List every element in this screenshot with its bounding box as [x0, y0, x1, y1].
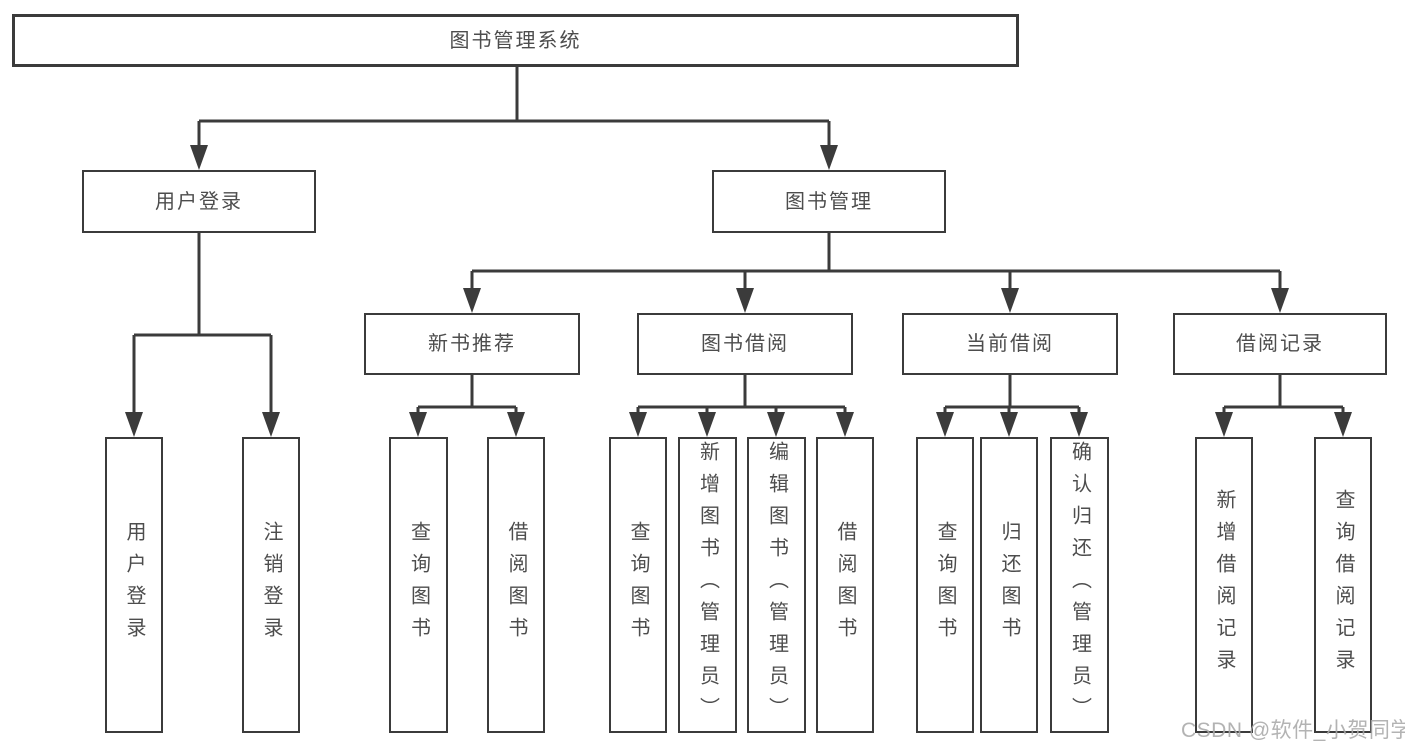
arrowhead	[190, 145, 208, 170]
leaf-current-confirm-return-admin: 确认归还（管理员）	[1050, 437, 1109, 733]
node-current-borrowing-label: 当前借阅	[966, 333, 1054, 355]
arrowhead	[1271, 288, 1289, 313]
arrowhead	[125, 412, 143, 437]
node-book-borrowing-label: 图书借阅	[701, 333, 789, 355]
edge-newbook-to-leaves	[416, 375, 518, 415]
edge-root-to-level2	[197, 67, 831, 147]
leaf-newbook-borrow-books-label: 借阅图书	[505, 521, 527, 649]
arrowhead	[1215, 412, 1233, 437]
node-new-book-recommend: 新书推荐	[364, 313, 580, 375]
leaf-borrow-borrow-books: 借阅图书	[816, 437, 874, 733]
leaf-records-query-record-label: 查询借阅记录	[1332, 489, 1354, 681]
edge-borrow-to-leaves	[636, 375, 847, 415]
node-library-system-label: 图书管理系统	[449, 29, 582, 52]
leaf-current-return-books: 归还图书	[980, 437, 1038, 733]
edge-current-to-leaves	[943, 375, 1081, 415]
leaf-records-add-record-label: 新增借阅记录	[1213, 489, 1235, 681]
arrowhead	[1001, 288, 1019, 313]
arrowhead	[409, 412, 427, 437]
arrowhead	[767, 412, 785, 437]
leaf-newbook-query-books: 查询图书	[389, 437, 448, 733]
leaf-borrow-add-books-admin: 新增图书（管理员）	[678, 437, 737, 733]
node-borrowing-records: 借阅记录	[1173, 313, 1387, 375]
arrowhead	[1000, 412, 1018, 437]
arrowhead	[736, 288, 754, 313]
leaf-borrow-borrow-books-label: 借阅图书	[834, 521, 856, 649]
node-new-book-recommend-label: 新书推荐	[428, 333, 516, 355]
arrowhead	[936, 412, 954, 437]
node-library-system: 图书管理系统	[12, 14, 1019, 67]
leaf-logout: 注销登录	[242, 437, 300, 733]
leaf-current-return-books-label: 归还图书	[998, 521, 1020, 649]
edge-bookmgmt-to-level3	[470, 233, 1282, 291]
arrowhead	[463, 288, 481, 313]
arrowhead	[262, 412, 280, 437]
arrowhead	[1070, 412, 1088, 437]
leaf-records-add-record: 新增借阅记录	[1195, 437, 1253, 733]
arrowhead	[1334, 412, 1352, 437]
leaf-newbook-borrow-books: 借阅图书	[487, 437, 545, 733]
leaf-logout-label: 注销登录	[260, 521, 282, 649]
node-user-login: 用户登录	[82, 170, 316, 233]
csdn-watermark: CSDN @软件_小贺同学	[1181, 719, 1405, 742]
node-user-login-label: 用户登录	[155, 190, 243, 213]
leaf-current-query-books-label: 查询图书	[934, 521, 956, 649]
node-book-management: 图书管理	[712, 170, 946, 233]
leaf-borrow-add-books-admin-label: 新增图书（管理员）	[696, 441, 719, 729]
leaf-current-query-books: 查询图书	[916, 437, 974, 733]
leaf-borrow-query-books-label: 查询图书	[627, 521, 649, 649]
leaf-newbook-query-books-label: 查询图书	[407, 521, 430, 649]
edge-records-to-leaves	[1222, 375, 1345, 415]
arrowheads	[125, 145, 1352, 437]
leaf-current-confirm-return-admin-label: 确认归还（管理员）	[1068, 441, 1091, 729]
node-borrowing-records-label: 借阅记录	[1236, 333, 1324, 355]
leaf-borrow-edit-books-admin-label: 编辑图书（管理员）	[765, 441, 788, 729]
leaf-user-login: 用户登录	[105, 437, 163, 733]
arrowhead	[629, 412, 647, 437]
arrowhead	[507, 412, 525, 437]
leaf-borrow-query-books: 查询图书	[609, 437, 667, 733]
leaf-user-login-label: 用户登录	[123, 521, 145, 649]
edge-userlogin-to-leaves	[132, 233, 273, 415]
arrowhead	[698, 412, 716, 437]
leaf-borrow-edit-books-admin: 编辑图书（管理员）	[747, 437, 806, 733]
node-book-management-label: 图书管理	[785, 190, 873, 213]
node-book-borrowing: 图书借阅	[637, 313, 853, 375]
node-current-borrowing: 当前借阅	[902, 313, 1118, 375]
arrowhead	[836, 412, 854, 437]
arrowhead	[820, 145, 838, 170]
leaf-records-query-record: 查询借阅记录	[1314, 437, 1372, 733]
